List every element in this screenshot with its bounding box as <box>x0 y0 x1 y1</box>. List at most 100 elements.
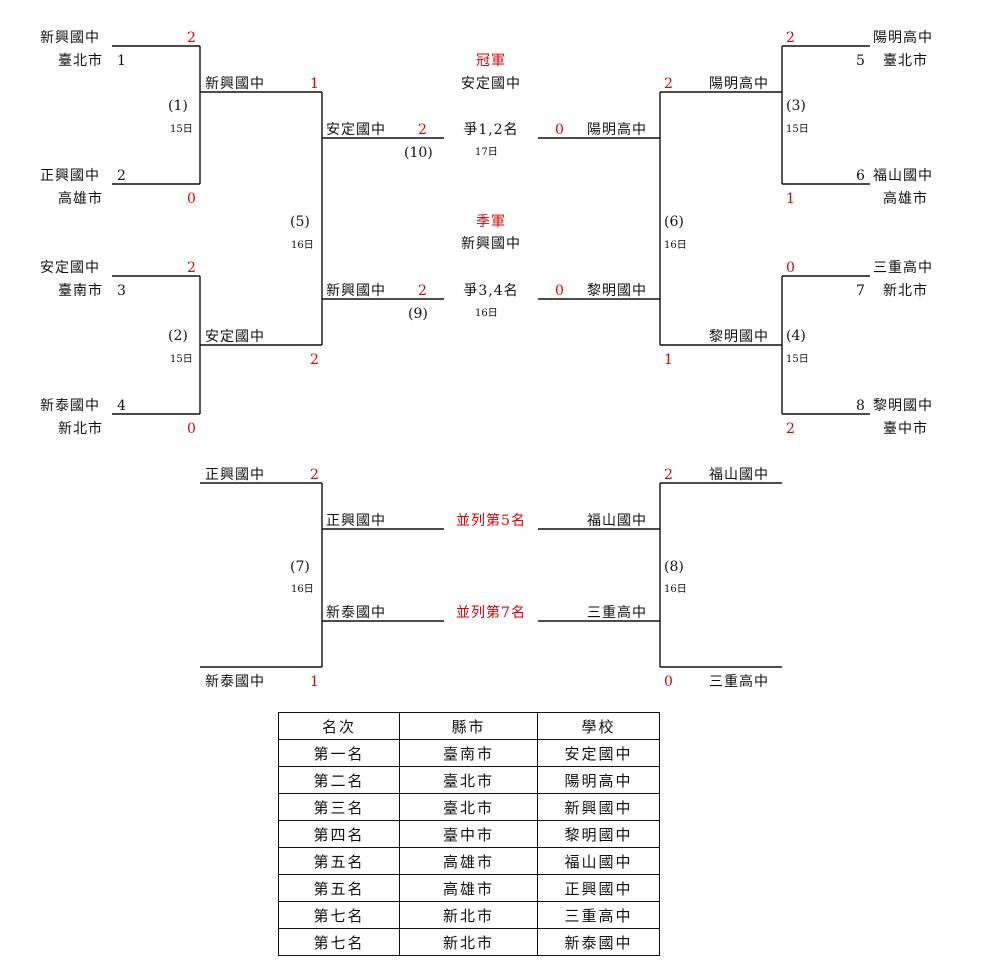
entrant-6-city: 高雄市 <box>883 190 928 207</box>
rank-cell: 第二名 <box>278 766 400 794</box>
entrant-6-seed: 6 <box>856 168 865 184</box>
entrant-6-school: 福山國中 <box>873 168 933 184</box>
school-cell: 福山國中 <box>537 847 660 875</box>
tournament-bracket: 新興國中 臺北市 1 2 正興國中 2 高雄市 0 安定國中 臺南市 3 2 新… <box>40 29 933 690</box>
final-right-school: 陽明高中 <box>587 121 647 138</box>
city-cell: 臺北市 <box>399 793 538 821</box>
game-7-label: (7) <box>290 559 310 575</box>
final-right-score: 0 <box>555 122 564 138</box>
table-row: 第五名 高雄市 正興國中 <box>278 874 660 902</box>
game-5-label: (5) <box>290 214 310 230</box>
entrant-1-score: 2 <box>187 30 196 46</box>
bronze-right-score: 0 <box>555 283 564 299</box>
entrant-1-school: 新興國中 <box>40 30 100 46</box>
city-cell: 新北市 <box>399 901 538 929</box>
round2-right-bottom-score: 1 <box>664 352 673 368</box>
school-cell: 新興國中 <box>537 793 660 821</box>
game-1-date: 15日 <box>170 124 193 135</box>
game-9-label: (9) <box>408 306 428 322</box>
round2-left-top-school: 新興國中 <box>205 76 265 92</box>
entrant-8-school: 黎明國中 <box>873 398 933 414</box>
game-4-date: 15日 <box>786 354 809 365</box>
game-6-label: (6) <box>664 214 684 230</box>
entrant-3-city: 臺南市 <box>58 282 103 299</box>
round2-left-top-score: 1 <box>310 76 319 92</box>
game-4-label: (4) <box>786 328 806 344</box>
entrant-8-city: 臺中市 <box>883 420 928 437</box>
entrant-2-score: 0 <box>187 191 196 207</box>
final-left-school: 安定國中 <box>326 122 386 138</box>
bracket-lines <box>112 45 870 668</box>
entrant-3-score: 2 <box>187 260 196 276</box>
table-row: 第二名 臺北市 陽明高中 <box>278 766 660 794</box>
placement-7-top-school: 正興國中 <box>205 467 265 483</box>
final-title: 爭1,2名 <box>463 122 518 138</box>
entrant-7-seed: 7 <box>856 283 865 299</box>
bronze-left-school: 新興國中 <box>326 283 386 299</box>
game-9-date: 16日 <box>475 308 498 319</box>
game-3-date: 15日 <box>786 124 809 135</box>
game-1-label: (1) <box>168 98 188 114</box>
entrant-5-seed: 5 <box>856 53 865 69</box>
game-7-date: 16日 <box>291 584 314 595</box>
champion-school: 安定國中 <box>461 76 521 92</box>
city-cell: 臺南市 <box>399 739 538 767</box>
school-cell: 正興國中 <box>537 874 660 902</box>
entrant-8-score: 2 <box>786 421 795 437</box>
entrant-4-seed: 4 <box>117 398 126 414</box>
round2-right-top-school: 陽明高中 <box>709 75 769 92</box>
round2-right-bottom-school: 黎明國中 <box>709 329 769 345</box>
entrant-8-seed: 8 <box>856 398 865 414</box>
fifth-place-label: 並列第5名 <box>456 512 526 529</box>
placement-8-top-score: 2 <box>664 467 673 483</box>
placement-8-loser: 三重高中 <box>587 604 647 621</box>
rank-cell: 第七名 <box>278 901 400 929</box>
placement-7-loser: 新泰國中 <box>326 605 386 621</box>
table-row: 第一名 臺南市 安定國中 <box>278 739 660 767</box>
header-rank: 名次 <box>278 712 400 740</box>
entrant-1-seed: 1 <box>117 53 126 69</box>
rank-cell: 第四名 <box>278 820 400 848</box>
round2-right-top-score: 2 <box>664 76 673 92</box>
table-row: 第三名 臺北市 新興國中 <box>278 793 660 821</box>
entrant-6-score: 1 <box>786 191 795 207</box>
bronze-left-score: 2 <box>418 283 427 299</box>
third-place-school: 新興國中 <box>461 236 521 252</box>
placement-7-top-score: 2 <box>310 467 319 483</box>
entrant-3-school: 安定國中 <box>40 260 100 276</box>
placement-7-winner: 正興國中 <box>326 513 386 529</box>
school-cell: 新泰國中 <box>537 928 660 956</box>
table-header-row: 名次 縣市 學校 <box>278 712 660 740</box>
school-cell: 陽明高中 <box>537 766 660 794</box>
placement-7-bottom-school: 新泰國中 <box>205 674 265 690</box>
game-8-date: 16日 <box>664 584 687 595</box>
bronze-title: 爭3,4名 <box>463 283 518 299</box>
rank-cell: 第一名 <box>278 739 400 767</box>
seventh-place-label: 並列第7名 <box>456 604 526 621</box>
game-5-date: 16日 <box>291 240 314 251</box>
entrant-7-school: 三重高中 <box>873 259 933 276</box>
table-row: 第五名 高雄市 福山國中 <box>278 847 660 875</box>
school-cell: 黎明國中 <box>537 820 660 848</box>
rank-cell: 第七名 <box>278 928 400 956</box>
final-left-score: 2 <box>418 122 427 138</box>
game-3-label: (3) <box>786 98 806 114</box>
placement-7-bottom-score: 1 <box>310 674 319 690</box>
placement-8-winner: 福山國中 <box>587 513 647 529</box>
bronze-right-school: 黎明國中 <box>587 283 647 299</box>
game-10-label: (10) <box>404 145 433 161</box>
game-2-label: (2) <box>168 328 188 344</box>
placement-8-bottom-score: 0 <box>664 674 673 690</box>
game-6-date: 16日 <box>664 240 687 251</box>
game-10-date: 17日 <box>475 147 498 158</box>
entrant-5-score: 2 <box>786 30 795 46</box>
table-row: 第七名 新北市 新泰國中 <box>278 928 660 956</box>
table-row: 第七名 新北市 三重高中 <box>278 901 660 929</box>
placement-8-bottom-school: 三重高中 <box>709 673 769 690</box>
game-2-date: 15日 <box>170 354 193 365</box>
game-8-label: (8) <box>664 559 684 575</box>
rank-cell: 第三名 <box>278 793 400 821</box>
champion-title: 冠軍 <box>476 53 506 69</box>
entrant-7-score: 0 <box>786 260 795 276</box>
rank-cell: 第五名 <box>278 847 400 875</box>
